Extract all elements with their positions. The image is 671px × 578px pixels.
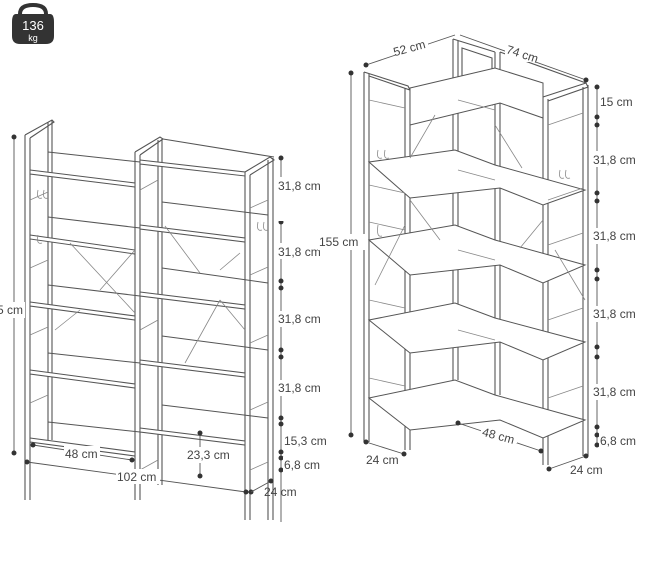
- corner-leg-height: 6,8 cm: [600, 434, 636, 448]
- left-spacing-4: 31,8 cm: [278, 381, 321, 395]
- left-depth: 24 cm: [264, 485, 297, 499]
- corner-depth-right: 24 cm: [570, 463, 603, 477]
- corner-long-width: 74 cm: [505, 42, 540, 65]
- corner-spacing-3: 31,8 cm: [593, 307, 636, 321]
- left-height-label: 155 cm: [0, 303, 23, 317]
- corner-height-label: 155 cm: [319, 235, 358, 249]
- corner-spacing-2: 31,8 cm: [593, 229, 636, 243]
- corner-spacing-4: 31,8 cm: [593, 385, 636, 399]
- corner-top-gap: 15 cm: [600, 95, 633, 109]
- corner-depth-left: 24 cm: [366, 453, 399, 467]
- left-spacing-2: 31,8 cm: [278, 245, 321, 259]
- weight-unit: kg: [28, 33, 38, 43]
- weight-badge: 136 kg: [12, 2, 54, 44]
- left-bookshelf-drawing: [24, 119, 275, 520]
- left-total-width: 102 cm: [117, 470, 156, 484]
- left-bottom-gap: 15,3 cm: [284, 434, 327, 448]
- left-spacing-1: 31,8 cm: [278, 179, 321, 193]
- left-lower-opening: 23,3 cm: [187, 448, 230, 462]
- left-leg-height: 6,8 cm: [284, 458, 320, 472]
- corner-bookshelf-drawing: [363, 38, 589, 465]
- weight-icon: [12, 14, 54, 44]
- left-spacing-3: 31,8 cm: [278, 312, 321, 326]
- left-unit-dimensions: 155 cm 31,8 cm 31,8 cm 31,8 cm 31,8 cm 1…: [0, 134, 345, 522]
- corner-spacing-1: 31,8 cm: [593, 153, 636, 167]
- corner-unit-dimensions: 155 cm 52 cm 74 cm 15 cm 31,8 cm 31,8 cm…: [318, 34, 654, 477]
- weight-value: 136: [22, 18, 44, 33]
- weight-handle-icon: [18, 2, 48, 15]
- left-bay-width: 48 cm: [65, 447, 98, 461]
